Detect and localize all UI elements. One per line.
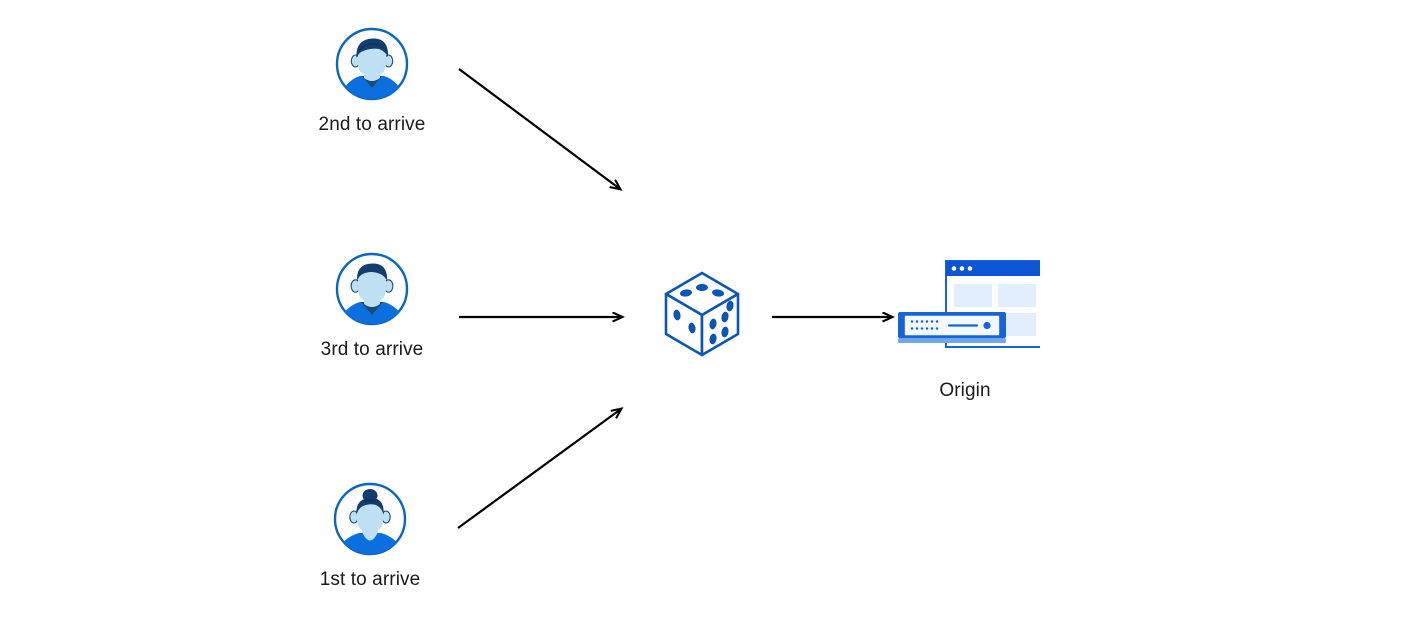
dice-icon bbox=[656, 265, 752, 361]
arrow-client-2nd-to-randomizer bbox=[458, 68, 620, 189]
origin-server-icon bbox=[890, 255, 1043, 360]
node-label-client-2nd: 2nd to arrive bbox=[318, 114, 426, 135]
node-label-origin: Origin bbox=[939, 380, 991, 401]
arrow-client-1st-to-randomizer bbox=[457, 409, 621, 529]
server-appliance-shape bbox=[898, 312, 1006, 343]
user-avatar-icon bbox=[332, 481, 408, 557]
node-origin: Origin bbox=[875, 255, 1055, 402]
user-avatar-icon bbox=[334, 26, 410, 102]
node-label-client-1st: 1st to arrive bbox=[319, 569, 421, 590]
node-label-client-3rd: 3rd to arrive bbox=[320, 339, 424, 360]
node-client-1st: 1st to arrive bbox=[290, 481, 450, 591]
node-client-3rd: 3rd to arrive bbox=[292, 251, 452, 361]
node-client-2nd: 2nd to arrive bbox=[292, 26, 452, 136]
user-avatar-icon bbox=[334, 251, 410, 327]
node-randomizer bbox=[656, 265, 752, 373]
